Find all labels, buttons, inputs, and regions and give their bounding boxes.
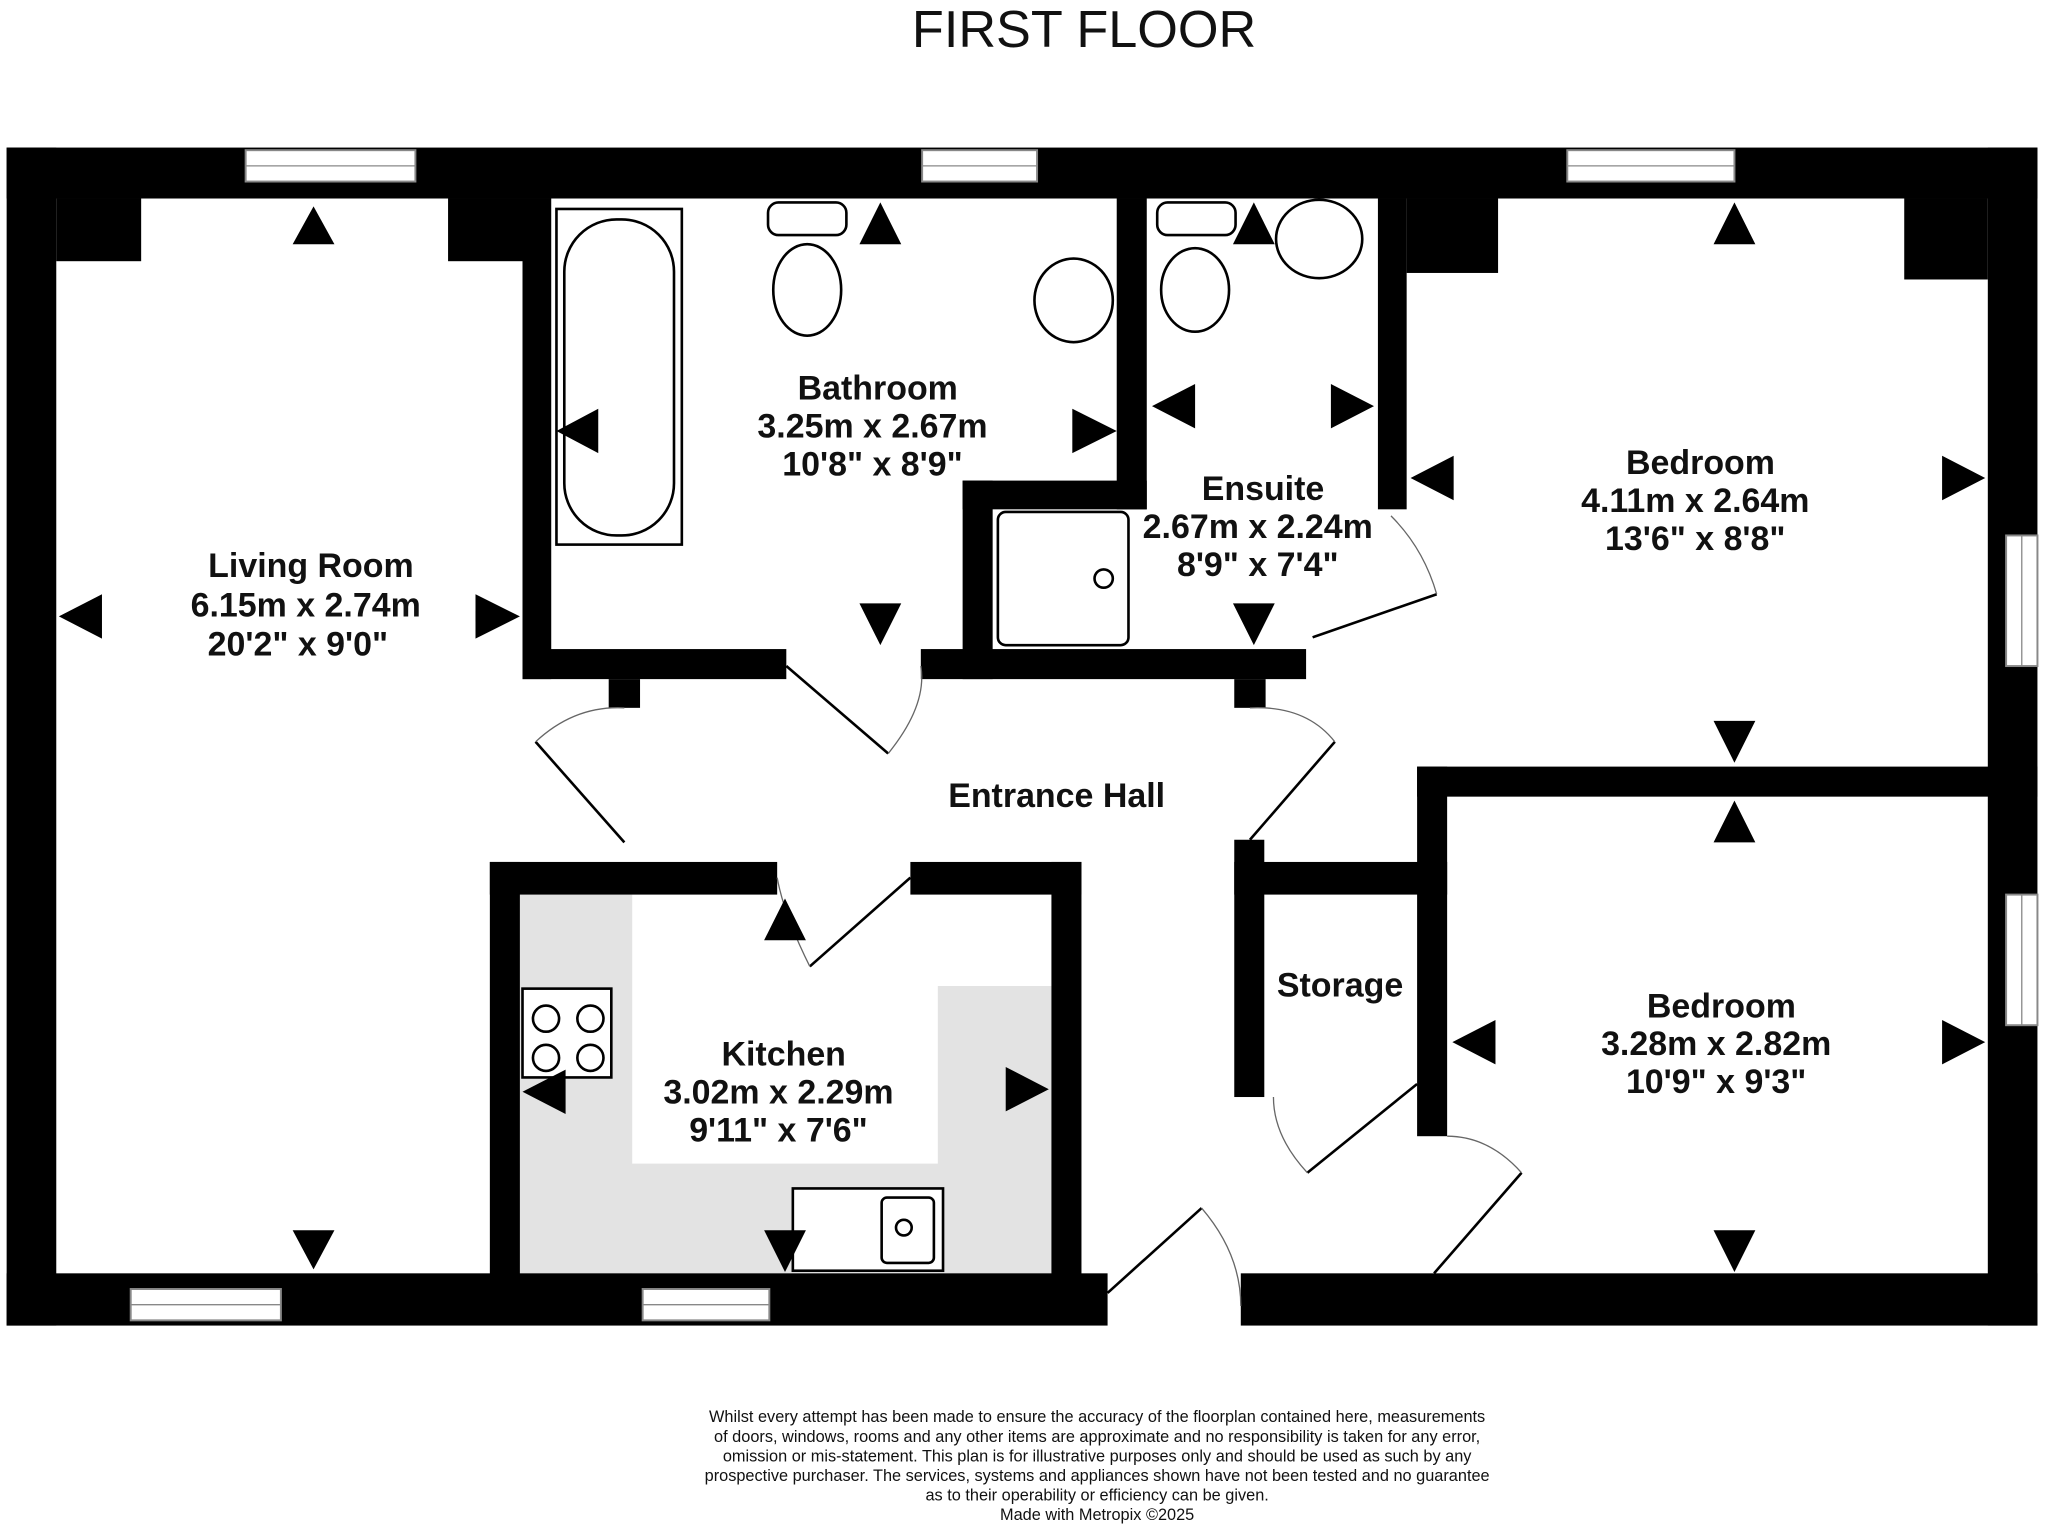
room-storage: Storage <box>1277 966 1403 1004</box>
room-name: Living Room <box>208 547 413 585</box>
room-metric: 3.02m x 2.29m <box>663 1074 893 1112</box>
room-metric: 4.11m x 2.64m <box>1581 482 1809 520</box>
room-metric: 3.28m x 2.82m <box>1601 1025 1831 1063</box>
room-imperial: 9'11" x 7'6" <box>689 1111 868 1149</box>
room-imperial: 8'9" x 7'4" <box>1177 546 1339 584</box>
made-with-credit: Made with Metropix ©2025 <box>1000 1506 1194 1524</box>
room-imperial: 10'9" x 9'3" <box>1626 1063 1806 1101</box>
room-name: Bedroom <box>1626 444 1775 482</box>
kitchen-worktops <box>519 894 1052 1274</box>
room-bedroom-1: Bedroom 4.11m x 2.64m 13'6" x 8'8" <box>1581 444 1809 558</box>
room-name: Bedroom <box>1647 987 1796 1025</box>
room-metric: 3.25m x 2.67m <box>757 408 987 446</box>
disclaimer: Whilst every attempt has been made to en… <box>705 1408 1490 1524</box>
room-name: Entrance Hall <box>948 777 1165 815</box>
shower-tray <box>996 510 1130 647</box>
room-name: Ensuite <box>1202 470 1325 508</box>
room-living-room: Living Room 6.15m x 2.74m 20'2" x 9'0" <box>191 547 421 663</box>
room-imperial: 20'2" x 9'0" <box>208 626 388 664</box>
room-ensuite: Ensuite 2.67m x 2.24m 8'9" x 7'4" <box>1143 470 1373 584</box>
room-name: Kitchen <box>721 1036 845 1074</box>
sink <box>1033 257 1115 344</box>
disclaimer-line: omission or mis-statement. This plan is … <box>723 1447 1472 1465</box>
room-entrance-hall: Entrance Hall <box>948 777 1165 815</box>
room-bathroom: Bathroom 3.25m x 2.67m 10'8" x 8'9" <box>757 370 987 484</box>
fixtures <box>521 198 1364 1273</box>
disclaimer-line: prospective purchaser. The services, sys… <box>705 1467 1490 1485</box>
room-metric: 6.15m x 2.74m <box>191 586 421 624</box>
disclaimer-line: Whilst every attempt has been made to en… <box>709 1408 1485 1426</box>
room-name: Bathroom <box>798 370 958 408</box>
floor-title: FIRST FLOOR <box>912 1 1256 59</box>
room-metric: 2.67m x 2.24m <box>1143 508 1373 546</box>
room-imperial: 10'8" x 8'9" <box>782 445 962 483</box>
disclaimer-line: as to their operability or efficiency ca… <box>925 1487 1268 1505</box>
toilet <box>771 242 843 337</box>
room-name: Storage <box>1277 966 1403 1004</box>
windows <box>129 149 2039 1322</box>
room-bedroom-2: Bedroom 3.28m x 2.82m 10'9" x 9'3" <box>1601 987 1831 1101</box>
disclaimer-line: of doors, windows, rooms and any other i… <box>714 1428 1480 1446</box>
room-kitchen: Kitchen 3.02m x 2.29m 9'11" x 7'6" <box>663 1036 893 1150</box>
room-imperial: 13'6" x 8'8" <box>1605 520 1785 558</box>
measure-arrows <box>58 202 1986 1273</box>
